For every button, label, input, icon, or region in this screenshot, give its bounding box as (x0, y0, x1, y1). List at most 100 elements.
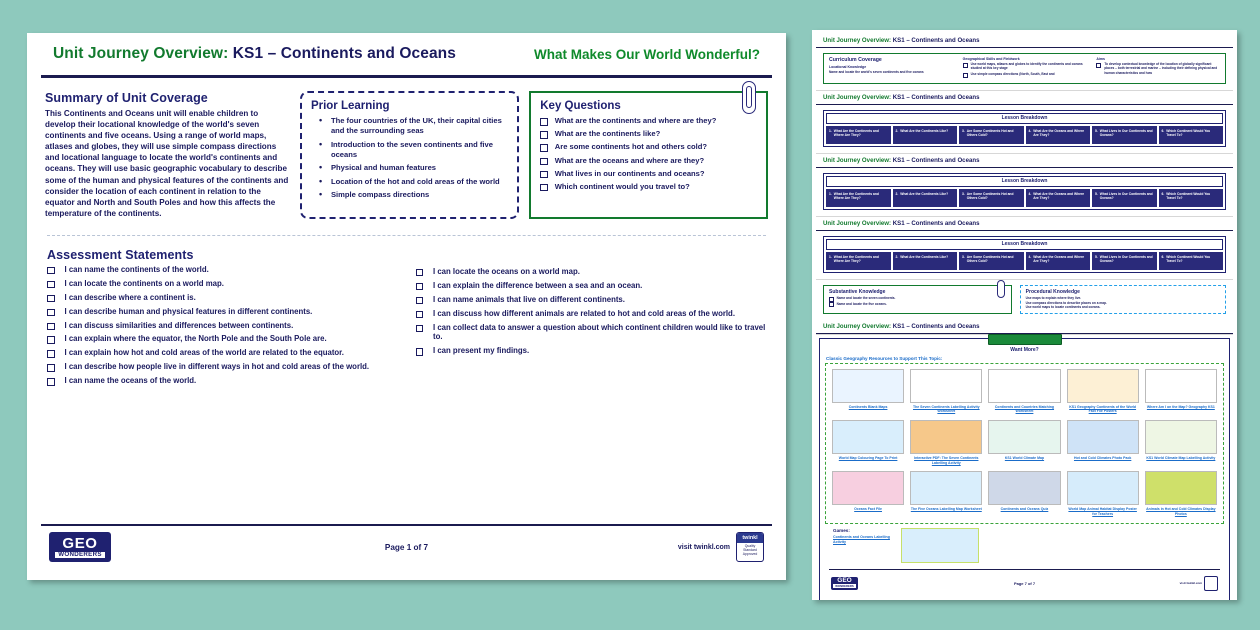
checkbox-icon[interactable] (47, 364, 55, 372)
resource-link[interactable]: Continents and Countries Matching Worksh… (994, 404, 1055, 414)
resource-cell[interactable]: KS1 World Climate Map Labelling Activity (1142, 418, 1220, 469)
checkbox-icon[interactable] (47, 322, 55, 330)
lesson-cell[interactable]: 1.What Are the Continents and Where Are … (826, 251, 891, 270)
resource-thumbnail[interactable] (832, 471, 905, 506)
resource-link[interactable]: World Map Animal Habitat Display Poster … (1068, 507, 1137, 516)
resource-link[interactable]: Hot and Cold Climates Photo Pack (1073, 456, 1132, 461)
resource-link[interactable]: KS1 Geography Continents of the World Fa… (1069, 404, 1137, 414)
checkbox-icon[interactable] (415, 268, 423, 277)
lesson-cell[interactable]: 1.What Are the Continents and Where Are … (826, 188, 891, 207)
preview-page-lesson-breakdown-1[interactable]: Unit Journey Overview: KS1 – Continents … (816, 90, 1233, 154)
resource-cell[interactable]: KS1 World Climate Map (985, 418, 1063, 469)
checkbox-icon[interactable] (1096, 62, 1102, 68)
checkbox-icon[interactable] (415, 310, 423, 319)
lesson-cell[interactable]: 6.Which Continent Would You Travel To? (1158, 125, 1223, 144)
lesson-cell[interactable]: 5.What Lives in Our Continents and Ocean… (1092, 251, 1157, 270)
checkbox-icon[interactable] (540, 118, 548, 126)
lesson-cell[interactable]: 5.What Lives in Our Continents and Ocean… (1092, 188, 1157, 207)
games-link[interactable]: Continents and Oceans Labelling Activity (833, 535, 890, 545)
preview-page-lesson-breakdown-2[interactable]: Unit Journey Overview: KS1 – Continents … (816, 153, 1233, 217)
resource-link[interactable]: Animals in Hot and Cold Climates Display… (1146, 507, 1216, 516)
resource-thumbnail[interactable] (988, 471, 1061, 506)
games-thumbnail[interactable] (901, 528, 979, 564)
resource-cell[interactable]: KS1 Geography Continents of the World Fa… (1064, 367, 1142, 418)
preview-page-want-more[interactable]: Want More? Classic Geography Resources t… (819, 333, 1230, 600)
checkbox-icon[interactable] (47, 378, 55, 386)
resource-link[interactable]: The Seven Continents Labelling Activity … (912, 404, 980, 414)
preview-page-lesson-breakdown-3[interactable]: Unit Journey Overview: KS1 – Continents … (816, 216, 1233, 280)
checkbox-icon[interactable] (47, 308, 55, 317)
lesson-cell[interactable]: 2.What Are the Continents Like? (892, 251, 957, 270)
resource-thumbnail[interactable] (1066, 471, 1139, 506)
lesson-cell[interactable]: 6.Which Continent Would You Travel To? (1158, 251, 1223, 270)
resource-thumbnail[interactable] (832, 368, 905, 403)
checkbox-icon[interactable] (540, 183, 548, 192)
checkbox-icon[interactable] (540, 170, 548, 179)
resource-cell[interactable]: World Map Colouring Page To Print (829, 418, 907, 469)
lesson-cell[interactable]: 5.What Lives in Our Continents and Ocean… (1092, 125, 1157, 144)
resource-thumbnail[interactable] (1144, 420, 1217, 455)
resource-cell[interactable]: The Seven Continents Labelling Activity … (907, 367, 985, 418)
resource-cell[interactable]: Continents and Countries Matching Worksh… (985, 367, 1063, 418)
checkbox-icon[interactable] (540, 131, 548, 139)
resource-thumbnail[interactable] (988, 368, 1061, 403)
lesson-cell[interactable]: 2.What Are the Continents Like? (892, 188, 957, 207)
checkbox-icon[interactable] (47, 266, 55, 275)
checkbox-icon[interactable] (415, 324, 423, 332)
resource-link[interactable]: Continents Blank Maps (848, 404, 888, 409)
resource-link[interactable]: The Five Oceans Labelling Map Worksheet (910, 507, 982, 512)
resource-link[interactable]: KS1 World Climate Map (1004, 456, 1045, 461)
checkbox-icon[interactable] (962, 62, 968, 68)
checkbox-icon[interactable] (47, 280, 55, 289)
resource-thumbnail[interactable] (1144, 471, 1217, 506)
resource-cell[interactable]: The Five Oceans Labelling Map Worksheet (907, 469, 985, 520)
resource-cell[interactable]: Continents Blank Maps (829, 367, 907, 418)
resource-cell[interactable]: Interactive PDF: The Seven Continents La… (907, 418, 985, 469)
preview-page-curriculum-coverage[interactable]: Unit Journey Overview: KS1 – Continents … (816, 34, 1233, 91)
resource-thumbnail[interactable] (1066, 368, 1139, 403)
resource-link[interactable]: Continents and Oceans Quiz (1000, 507, 1049, 512)
checkbox-icon[interactable] (962, 73, 968, 79)
resource-link[interactable]: Where Am I on the Map? Geography KS1 (1146, 404, 1215, 409)
lesson-cell[interactable]: 4.What Are the Oceans and Where Are They… (1025, 125, 1090, 144)
checkbox-icon[interactable] (47, 350, 55, 358)
checkbox-icon[interactable] (47, 336, 55, 344)
lesson-cell[interactable]: 3.Are Some Continents Hot and Others Col… (959, 125, 1024, 144)
checkbox-icon[interactable] (415, 296, 423, 305)
checkbox-icon[interactable] (540, 144, 548, 152)
resource-cell[interactable]: Oceans Fact File (829, 469, 907, 520)
resource-cell[interactable]: Where Am I on the Map? Geography KS1 (1142, 367, 1220, 418)
resource-thumbnail[interactable] (988, 420, 1061, 455)
lesson-cell[interactable]: 2.What Are the Continents Like? (892, 125, 957, 144)
checkbox-icon[interactable] (415, 282, 423, 291)
checkbox-icon[interactable] (415, 348, 423, 356)
visit-twinkl-link[interactable]: visit twinkl.com (1179, 581, 1202, 586)
resource-link[interactable]: Oceans Fact File (854, 507, 882, 512)
resource-link[interactable]: KS1 World Climate Map Labelling Activity (1146, 456, 1216, 461)
lesson-cell[interactable]: 4.What Are the Oceans and Where Are They… (1025, 251, 1090, 270)
checkbox-icon[interactable] (540, 157, 548, 166)
resource-link[interactable]: World Map Colouring Page To Print (838, 456, 898, 461)
resource-cell[interactable]: Animals in Hot and Cold Climates Display… (1142, 469, 1220, 520)
resource-thumbnail[interactable] (910, 420, 983, 455)
resource-thumbnail[interactable] (832, 420, 905, 455)
checkbox-icon[interactable] (829, 296, 834, 302)
resource-cell[interactable]: Continents and Oceans Quiz (985, 469, 1063, 520)
lesson-cell[interactable]: 6.Which Continent Would You Travel To? (1158, 188, 1223, 207)
checkbox-icon[interactable] (47, 294, 55, 303)
lesson-cell[interactable]: 3.Are Some Continents Hot and Others Col… (959, 188, 1024, 207)
lesson-cell[interactable]: 1.What Are the Continents and Where Are … (826, 125, 891, 144)
checkbox-icon[interactable] (829, 302, 834, 307)
resource-thumbnail[interactable] (910, 471, 983, 506)
lesson-cell[interactable]: 3.Are Some Continents Hot and Others Col… (959, 251, 1024, 270)
visit-twinkl-link[interactable]: visit twinkl.com (677, 543, 730, 551)
resource-thumbnail[interactable] (1066, 420, 1139, 455)
resource-thumbnail[interactable] (1144, 368, 1217, 403)
resource-cell[interactable]: Hot and Cold Climates Photo Pack (1064, 418, 1142, 469)
resource-thumbnail[interactable] (910, 368, 983, 403)
page-preview-stack[interactable]: Unit Journey Overview: KS1 – Continents … (812, 30, 1237, 600)
preview-page-knowledge[interactable]: Substantive Knowledge Name and locate th… (816, 279, 1233, 335)
resource-cell[interactable]: World Map Animal Habitat Display Poster … (1064, 469, 1142, 520)
lesson-cell[interactable]: 4.What Are the Oceans and Where Are They… (1025, 188, 1090, 207)
resource-link[interactable]: Interactive PDF: The Seven Continents La… (914, 456, 979, 465)
